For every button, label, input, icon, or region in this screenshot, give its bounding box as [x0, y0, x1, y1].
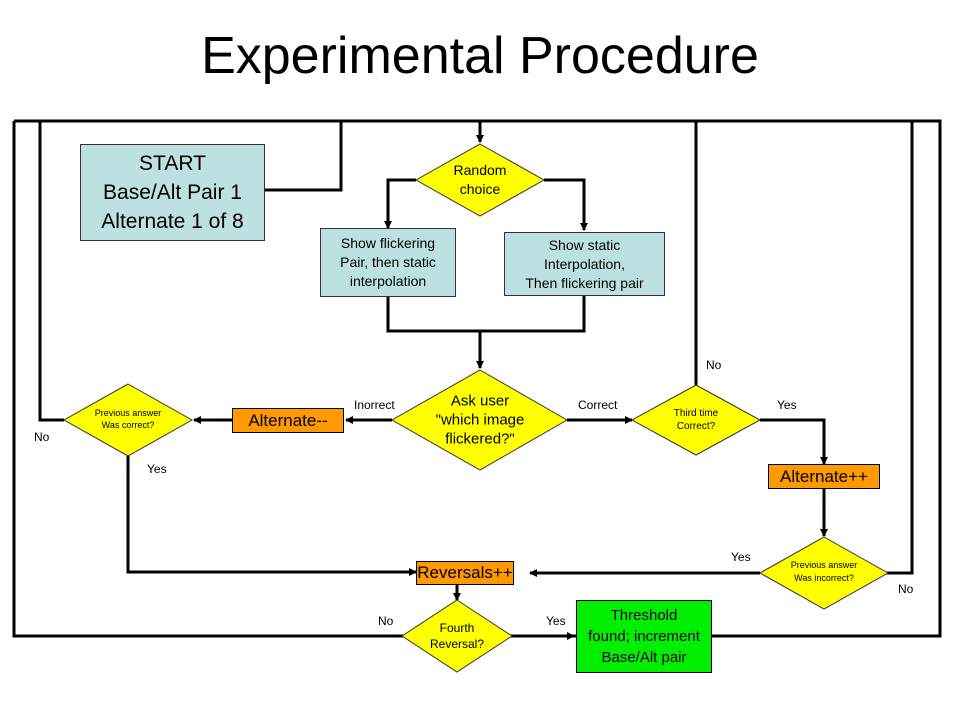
prev-incorrect-text: Previous answer Was incorrect?: [790, 560, 858, 583]
loop-line-outer-top: [14, 119, 942, 638]
edge-label-prev-incorrect-no: No: [898, 582, 914, 596]
start-connector: [265, 121, 343, 192]
start-box: START Base/Alt Pair 1 Alternate 1 of 8: [80, 144, 265, 241]
page-title: Experimental Procedure: [201, 27, 759, 85]
edge-label-fourth-yes: Yes: [546, 614, 566, 628]
prev-correct-yes-line: [126, 455, 417, 576]
decision-prev-incorrect: [758, 536, 890, 610]
decision-fourth-reversal: [401, 599, 513, 673]
loop-line-inner-right: [886, 121, 914, 575]
loop-line-outer-left: [12, 121, 576, 638]
threshold-box: Threshold found; increment Base/Alt pair: [576, 600, 712, 673]
loop-line-inner-left: [38, 121, 64, 422]
fourth-reversal-text: Fourth Reversal?: [429, 621, 485, 651]
edge-label-third-no: No: [706, 358, 722, 372]
show-static-box: Show static Interpolation, Then flickeri…: [504, 232, 665, 296]
merge-line: [386, 296, 586, 333]
alternate-plus-box: Alternate++: [768, 464, 880, 489]
edge-label-fourth-no: No: [378, 614, 394, 628]
third-time-text: Third time Correct?: [673, 408, 719, 432]
reversals-box: Reversals++: [416, 561, 514, 585]
random-left: [384, 178, 416, 229]
decision-third-time: [630, 384, 762, 456]
random-choice-text: Random choice: [453, 162, 507, 197]
edge-label-prev-correct-yes: Yes: [147, 462, 167, 476]
show-flickering-box: Show flickering Pair, then static interp…: [320, 228, 456, 297]
edge-label-correct: Correct: [578, 398, 618, 412]
decision-ask-user: [390, 369, 569, 471]
decision-random-choice: [414, 143, 546, 217]
edge-label-prev-correct-no: No: [34, 430, 50, 444]
alternate-minus-box: Alternate--: [232, 408, 344, 433]
edge-label-incorrect: Inorrect: [354, 398, 395, 412]
random-right: [544, 178, 588, 231]
edge-label-third-yes: Yes: [777, 398, 797, 412]
prev-correct-text: Previous answer Was correct?: [94, 408, 162, 430]
third-yes-line: [760, 418, 828, 465]
edge-label-prev-incorrect-yes: Yes: [731, 550, 751, 564]
ask-user-text: Ask user "which image flickered?": [435, 392, 525, 448]
decision-prev-correct: [62, 383, 194, 457]
